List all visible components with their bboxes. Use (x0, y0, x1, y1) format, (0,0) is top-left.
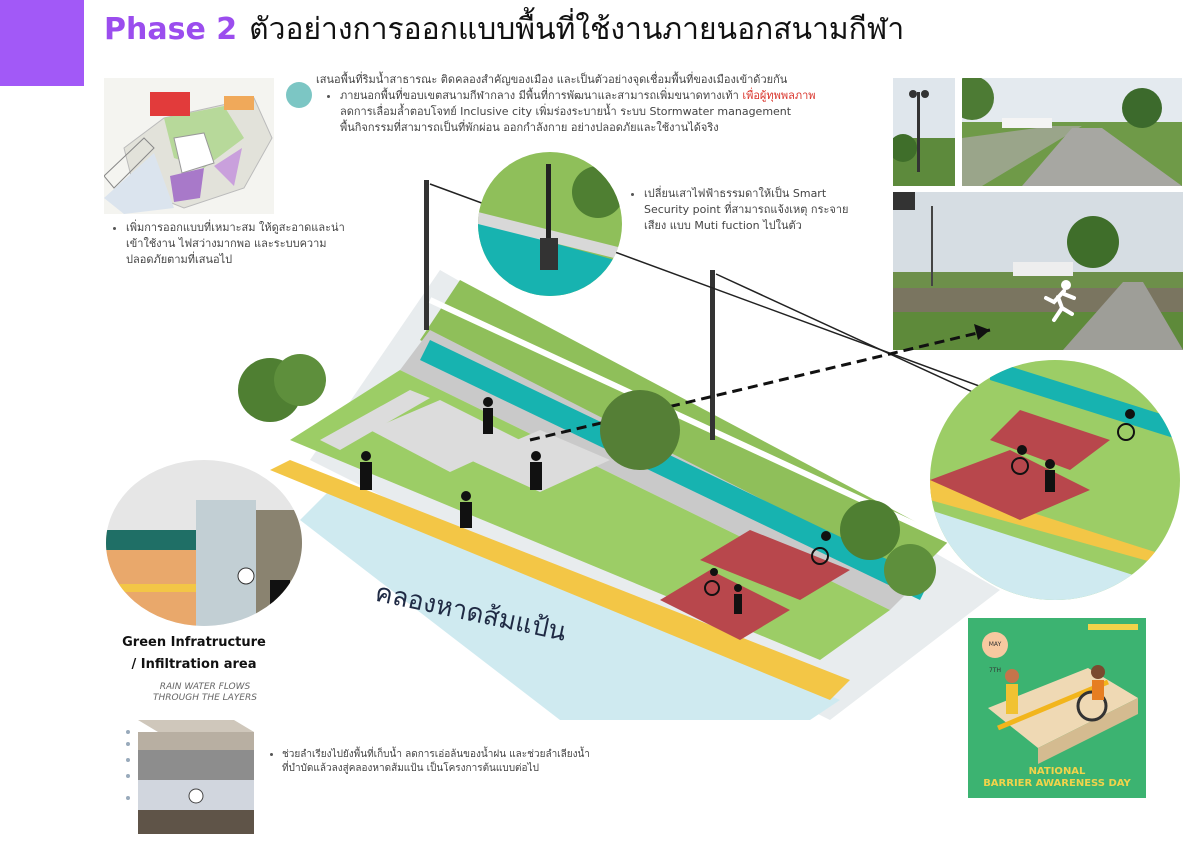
poster-date-badge: MAY 7TH (982, 632, 1008, 674)
title-text: ตัวอย่างการออกแบบพื้นที่ใช้งานภายนอกสนาม… (249, 12, 905, 47)
green-infrastructure-graphic (106, 460, 302, 626)
accent-block (0, 0, 84, 86)
poster-line2: BARRIER AWARENESS DAY (983, 778, 1131, 789)
marker-circle (286, 82, 312, 108)
smart-pole-inset (478, 152, 622, 296)
drainage-note-list: ช่วยลำเรียงไปยังพื้นที่เก็บน้ำ ลดการเอ่อ… (268, 748, 668, 776)
accessible-deck-inset (930, 360, 1180, 600)
smart-note-item: เปลี่ยนเสาไฟฟ้าธรรมดาให้เป็น Smart Secur… (644, 186, 880, 234)
intro-line2: ลดการเลื่อมล้ำตอบโจทย์ Inclusive city เพ… (340, 105, 792, 118)
main-illustration-graphic (238, 180, 1000, 720)
left-note-line3: ปลอดภัยตามที่เสนอไป (126, 253, 233, 266)
poster-line1: NATIONAL (1028, 766, 1086, 777)
intro-text: เสนอพื้นที่ริมน้ำสาธารณะ ติดคลองสำคัญของ… (316, 72, 876, 136)
green-infra-label: Green Infratructure / Infiltration area (106, 632, 282, 676)
intro-line1: ภายนอกพื้นที่ขอบเขตสนามกีฬากลาง มีพื้นที… (340, 89, 739, 102)
street-photo-2-graphic (962, 78, 1182, 186)
street-photo-2 (962, 78, 1182, 186)
page-title: Phase 2 ตัวอย่างการออกแบบพื้นที่ใช้งานภาย… (104, 6, 904, 53)
drainage-line2: ที่บำบัดแล้วลงสู่คลองหาดส้มแป้น เป็นโครง… (282, 763, 539, 774)
green-infra-line2: / Infiltration area (131, 657, 257, 672)
running-icon-graphic (1044, 280, 1076, 322)
soil-layers-graphic (126, 720, 254, 834)
smart-note-line1: เปลี่ยนเสาไฟฟ้าธรรมดาให้เป็น Smart (644, 187, 827, 200)
drainage-note: ช่วยลำเรียงไปยังพื้นที่เก็บน้ำ ลดการเอ่อ… (268, 748, 668, 776)
intro-list: ภายนอกพื้นที่ขอบเขตสนามกีฬากลาง มีพื้นที… (316, 88, 876, 136)
running-icon (1036, 278, 1082, 324)
main-illustration (230, 160, 1020, 720)
intro-line3: พื้นกิจกรรมที่สามารถเป็นที่พักผ่อน ออกกำ… (340, 121, 719, 134)
smart-pole-note: เปลี่ยนเสาไฟฟ้าธรรมดาให้เป็น Smart Secur… (630, 186, 880, 234)
green-infra-line1: Green Infratructure (122, 635, 266, 650)
street-photo-3-graphic (893, 192, 1183, 350)
smart-note-line3: เสียง แบบ Muti fuction ไปในตัว (644, 219, 802, 232)
intro-highlight: เพื่อผู้ทุพพลภาพ (742, 89, 816, 102)
drainage-note-item: ช่วยลำเรียงไปยังพื้นที่เก็บน้ำ ลดการเอ่อ… (282, 748, 668, 776)
smart-note-line2: Security point ที่สามารถแจ้งเหตุ กระจาย (644, 203, 849, 216)
left-note-list: เพิ่มการออกแบบที่เหมาะสม ให้ดูสะอาดและน่… (112, 220, 372, 268)
street-photo-1 (893, 78, 955, 186)
street-photo-1-graphic (893, 78, 955, 186)
left-note-line2: เข้าใช้งาน ไฟสว่างมากพอ และระบบความ (126, 237, 327, 250)
phase-label: Phase 2 (104, 12, 238, 47)
left-note-item: เพิ่มการออกแบบที่เหมาะสม ให้ดูสะอาดและน่… (126, 220, 372, 268)
drainage-line1: ช่วยลำเรียงไปยังพื้นที่เก็บน้ำ ลดการเอ่อ… (282, 749, 590, 760)
site-map (104, 78, 274, 214)
street-photo-3 (893, 192, 1183, 350)
left-note: เพิ่มการออกแบบที่เหมาะสม ให้ดูสะอาดและน่… (112, 220, 372, 268)
poster-title: NATIONAL BARRIER AWARENESS DAY (970, 766, 1144, 790)
intro-bullet: ภายนอกพื้นที่ขอบเขตสนามกีฬากลาง มีพื้นที… (340, 88, 876, 136)
green-infrastructure-inset (106, 460, 302, 626)
accessible-deck-inset-graphic (930, 360, 1180, 600)
rain-water-caption: RAIN WATER FLOWS THROUGH THE LAYERS (153, 682, 257, 703)
smart-note-list: เปลี่ยนเสาไฟฟ้าธรรมดาให้เป็น Smart Secur… (630, 186, 880, 234)
smart-pole-inset-graphic (478, 152, 622, 296)
soil-layers (124, 712, 264, 842)
left-note-line1: เพิ่มการออกแบบที่เหมาะสม ให้ดูสะอาดและน่… (126, 221, 345, 234)
intro-lead: เสนอพื้นที่ริมน้ำสาธารณะ ติดคลองสำคัญของ… (316, 73, 788, 86)
site-map-graphic (104, 78, 274, 214)
